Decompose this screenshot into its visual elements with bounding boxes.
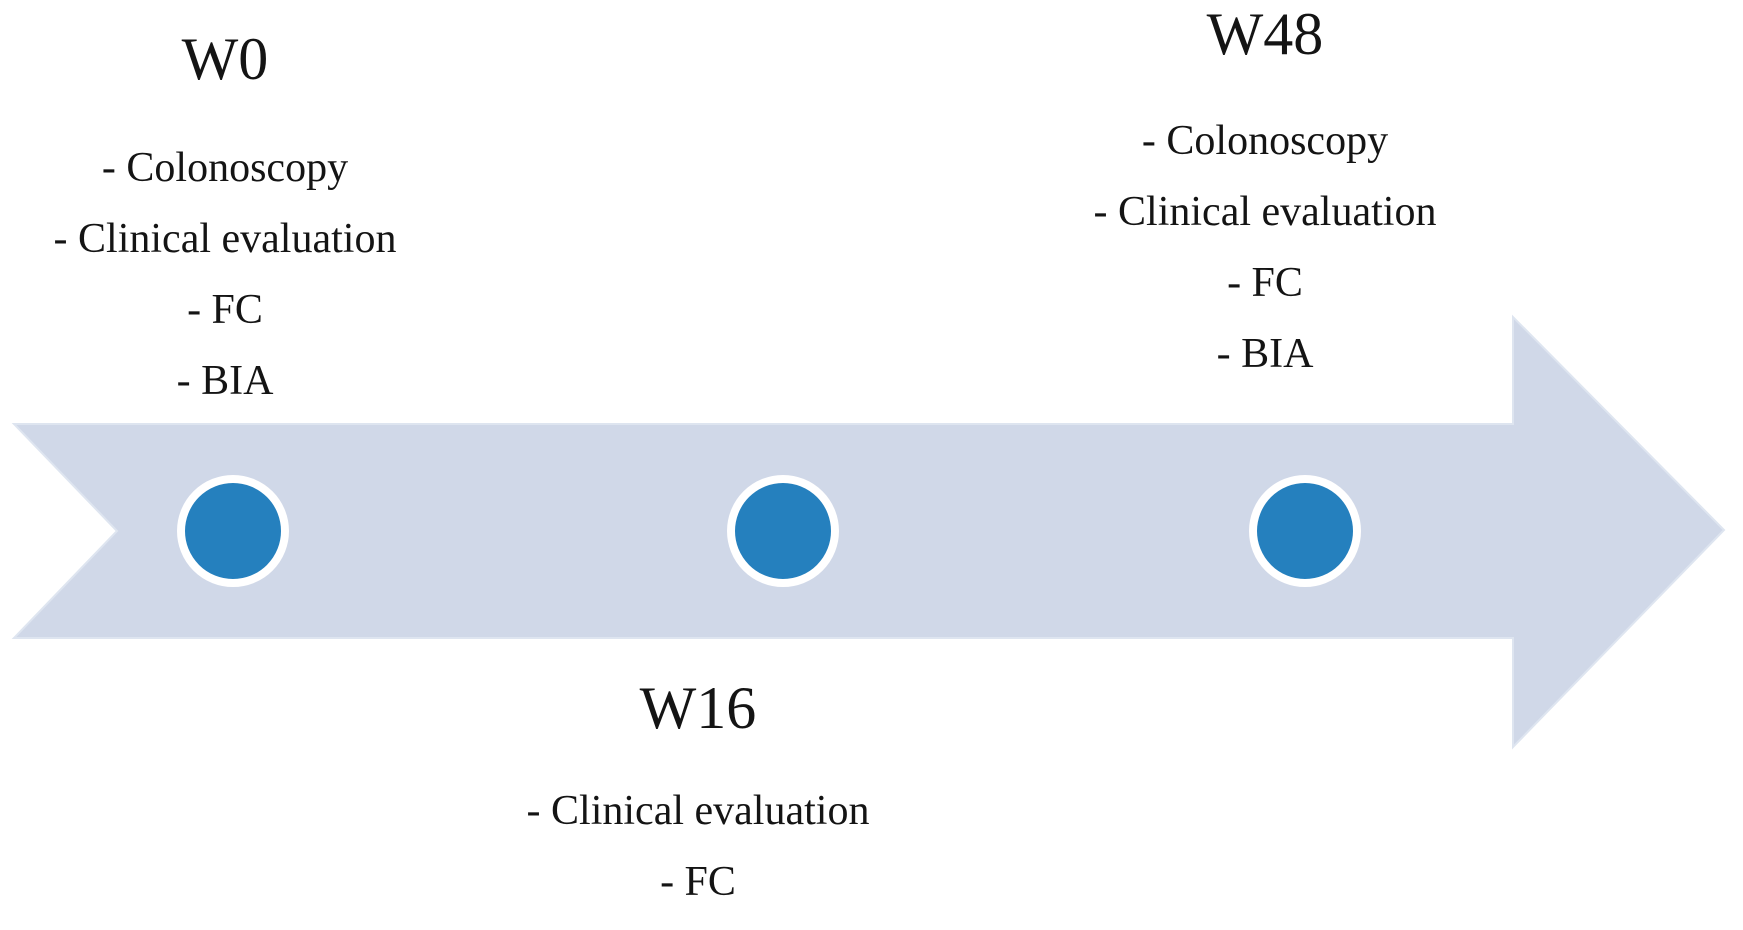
assessment-item: - Colonoscopy [1141,118,1389,164]
assessment-item: - FC [1227,260,1303,306]
timepoint-w48-label: W48 [1206,1,1324,67]
timepoint-w16-label: W16 [639,675,757,741]
timepoint-w48-assessments: - Colonoscopy - Clinical evaluation - FC… [1025,106,1505,390]
timepoint-w16-assessments: - Clinical evaluation - FC [458,776,938,918]
timepoint-marker-w0 [177,475,289,587]
assessment-item: - FC [660,859,736,905]
assessment-item: - BIA [1216,331,1314,377]
timepoint-w0: W0 - Colonoscopy - Clinical evaluation -… [0,29,465,417]
assessment-item: - FC [187,287,263,333]
assessment-item: - BIA [176,358,274,404]
assessment-item: - Clinical evaluation [53,216,397,262]
timepoint-w0-assessments: - Colonoscopy - Clinical evaluation - FC… [0,133,465,417]
timeline-arrow-shape [11,314,1726,750]
timepoint-w0-label: W0 [181,26,269,92]
assessment-item: - Clinical evaluation [1093,189,1437,235]
timepoint-w16: W16 - Clinical evaluation - FC [458,678,938,918]
timepoint-marker-w48 [1249,475,1361,587]
timepoint-marker-w16 [727,475,839,587]
assessment-item: - Colonoscopy [101,145,349,191]
timepoint-w48: W48 - Colonoscopy - Clinical evaluation … [1025,4,1505,390]
assessment-item: - Clinical evaluation [526,788,870,834]
